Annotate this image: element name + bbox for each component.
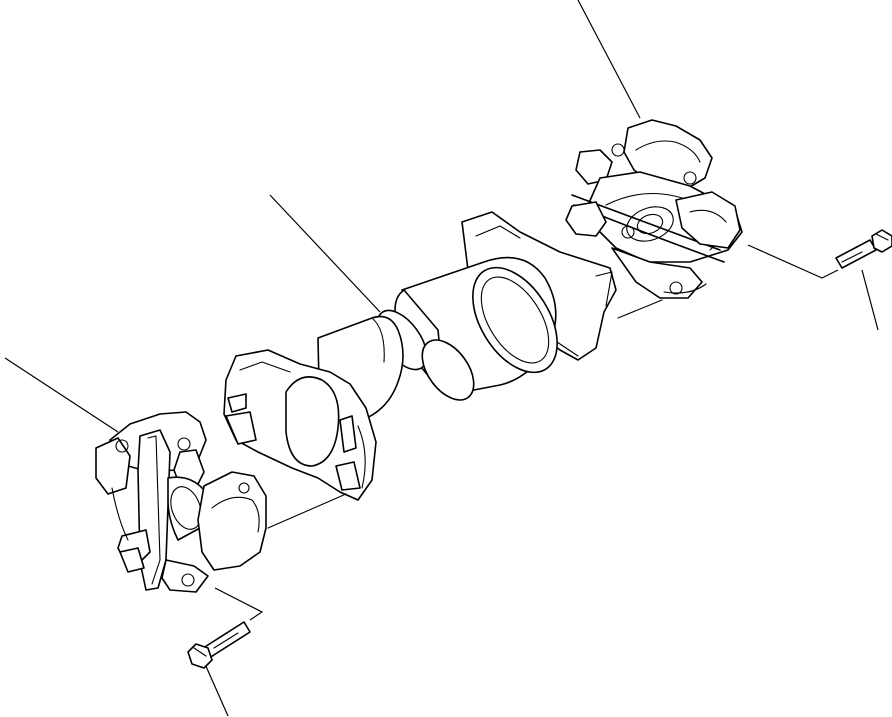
shaft-tube bbox=[317, 256, 558, 433]
leader-line-rear-bolt-tail bbox=[861, 269, 879, 331]
leader-line-rear-joint bbox=[577, 0, 641, 119]
leader-line-rear-bolt bbox=[747, 244, 839, 279]
leader-line-front-bolt-tail bbox=[204, 663, 229, 717]
bolt-front bbox=[187, 621, 251, 669]
leader-line-tube bbox=[269, 194, 381, 313]
axis-tube-to-rear-flange bbox=[617, 299, 663, 319]
leader-lines bbox=[4, 0, 879, 717]
axis-front-joint-to-flange bbox=[267, 493, 347, 529]
universal-joint-front bbox=[95, 411, 267, 593]
leader-line-front-joint bbox=[4, 357, 119, 433]
universal-joint-rear bbox=[565, 119, 743, 299]
assembly-axis-lines bbox=[267, 299, 663, 529]
leader-line-front-bolt bbox=[214, 587, 264, 621]
bolt-rear bbox=[835, 229, 892, 269]
yoke-flange-front bbox=[223, 349, 377, 501]
